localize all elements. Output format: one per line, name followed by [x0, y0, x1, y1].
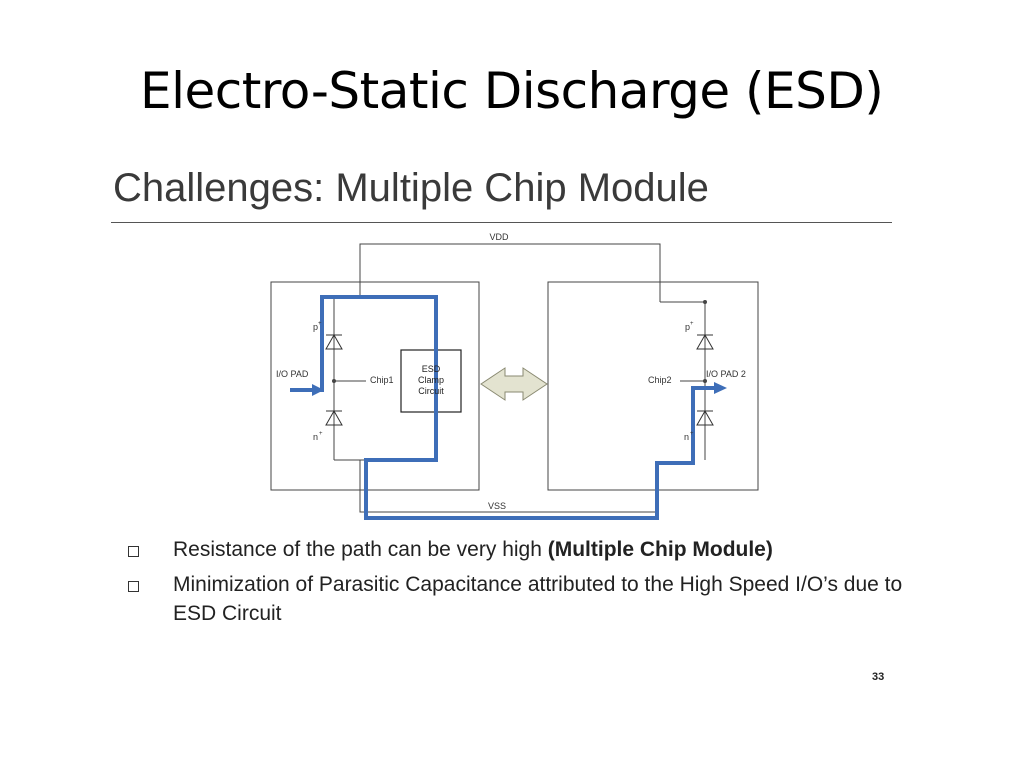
slide-number: 33 [872, 671, 885, 683]
chip1-n-superscript: + [319, 431, 323, 437]
chip1-n-diode-icon [325, 409, 343, 426]
esd-discharge-path [290, 295, 715, 520]
chip1-label: Chip1 [370, 375, 394, 385]
chip2-vdd-node [703, 300, 707, 304]
chip1-p-diode-icon [325, 333, 343, 350]
bullet-list: Resistance of the path can be very high … [128, 535, 908, 634]
esd-circuit-diagram: VDD VSS I/O PAD I/O PAD 2 Chip1 Chip2 ES… [262, 228, 762, 524]
chip2-n-superscript: + [690, 431, 694, 437]
bullet-item: Minimization of Parasitic Capacitance at… [128, 570, 908, 628]
bullet-text: Minimization of Parasitic Capacitance at… [173, 573, 903, 625]
bullet-item: Resistance of the path can be very high … [128, 535, 908, 564]
esd-clamp-label-line1: ESD [422, 364, 441, 374]
esd-clamp-label-line2: Clamp [418, 375, 444, 385]
chip1-p-superscript: + [318, 321, 322, 327]
slide-title: Electro-Static Discharge (ESD) [140, 62, 884, 120]
chip1-box [270, 281, 480, 491]
esd-input-arrow-icon [312, 384, 324, 396]
chip2-p-label: p [685, 322, 690, 332]
bullet-bold-text: (Multiple Chip Module) [547, 538, 773, 561]
chip2-node [703, 379, 707, 383]
chip2-n-diode-icon [696, 409, 714, 426]
io-pad2-label: I/O PAD 2 [706, 369, 746, 379]
double-arrow-icon [480, 367, 548, 401]
io-pad-label: I/O PAD [276, 369, 309, 379]
vss-rail [359, 460, 658, 513]
square-bullet-icon [128, 581, 139, 592]
esd-output-arrow-icon [714, 382, 727, 394]
chip1-n-label: n [313, 432, 318, 442]
esd-clamp-label-line3: Circuit [418, 386, 444, 396]
slide-subtitle: Challenges: Multiple Chip Module [113, 166, 709, 210]
bullet-text: Resistance of the path can be very high [173, 538, 548, 561]
subtitle-divider [111, 222, 892, 223]
chip1-node [332, 379, 336, 383]
vss-label: VSS [488, 501, 506, 511]
square-bullet-icon [128, 546, 139, 557]
vdd-rail [359, 243, 661, 302]
chip2-box [547, 281, 759, 491]
chip2-label: Chip2 [648, 375, 672, 385]
esd-clamp-box [400, 349, 462, 413]
chip2-p-diode-icon [696, 333, 714, 350]
chip2-n-label: n [684, 432, 689, 442]
chip2-p-superscript: + [690, 321, 694, 327]
vdd-label: VDD [489, 232, 509, 242]
chip1-p-label: p [313, 322, 318, 332]
